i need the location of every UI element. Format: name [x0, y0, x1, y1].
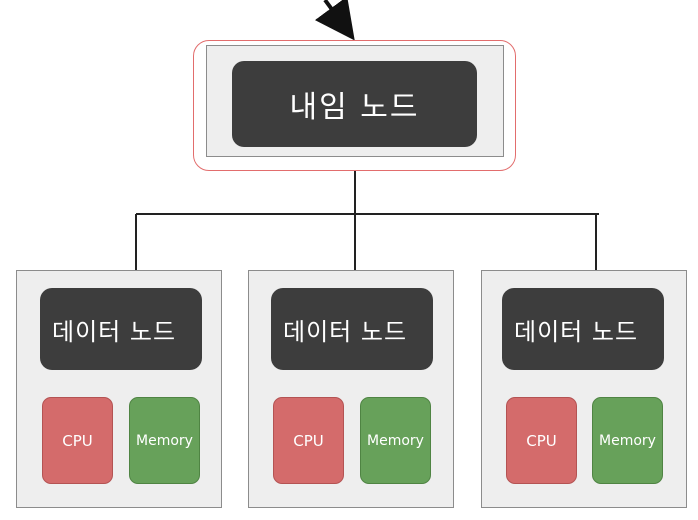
memory-label-1: Memory: [136, 432, 193, 449]
name-node-label: 내임 노드: [289, 90, 420, 125]
data-node-box-1[interactable]: 데이터 노드: [40, 288, 202, 370]
cpu-label-2: CPU: [293, 431, 324, 450]
cpu-box-2[interactable]: CPU: [273, 397, 344, 484]
data-node-box-3[interactable]: 데이터 노드: [502, 288, 664, 370]
memory-label-2: Memory: [367, 432, 424, 449]
cpu-box-1[interactable]: CPU: [42, 397, 113, 484]
memory-box-3[interactable]: Memory: [592, 397, 663, 484]
data-node-label-3: 데이터 노드: [514, 317, 639, 346]
memory-label-3: Memory: [599, 432, 656, 449]
incoming-arrow: [314, 0, 355, 41]
name-node-box[interactable]: 내임 노드: [232, 61, 477, 147]
cpu-label-3: CPU: [526, 431, 557, 450]
cpu-box-3[interactable]: CPU: [506, 397, 577, 484]
data-node-label-1: 데이터 노드: [52, 317, 177, 346]
memory-box-1[interactable]: Memory: [129, 397, 200, 484]
data-node-box-2[interactable]: 데이터 노드: [271, 288, 433, 370]
memory-box-2[interactable]: Memory: [360, 397, 431, 484]
data-node-label-2: 데이터 노드: [283, 317, 408, 346]
cpu-label-1: CPU: [62, 431, 93, 450]
